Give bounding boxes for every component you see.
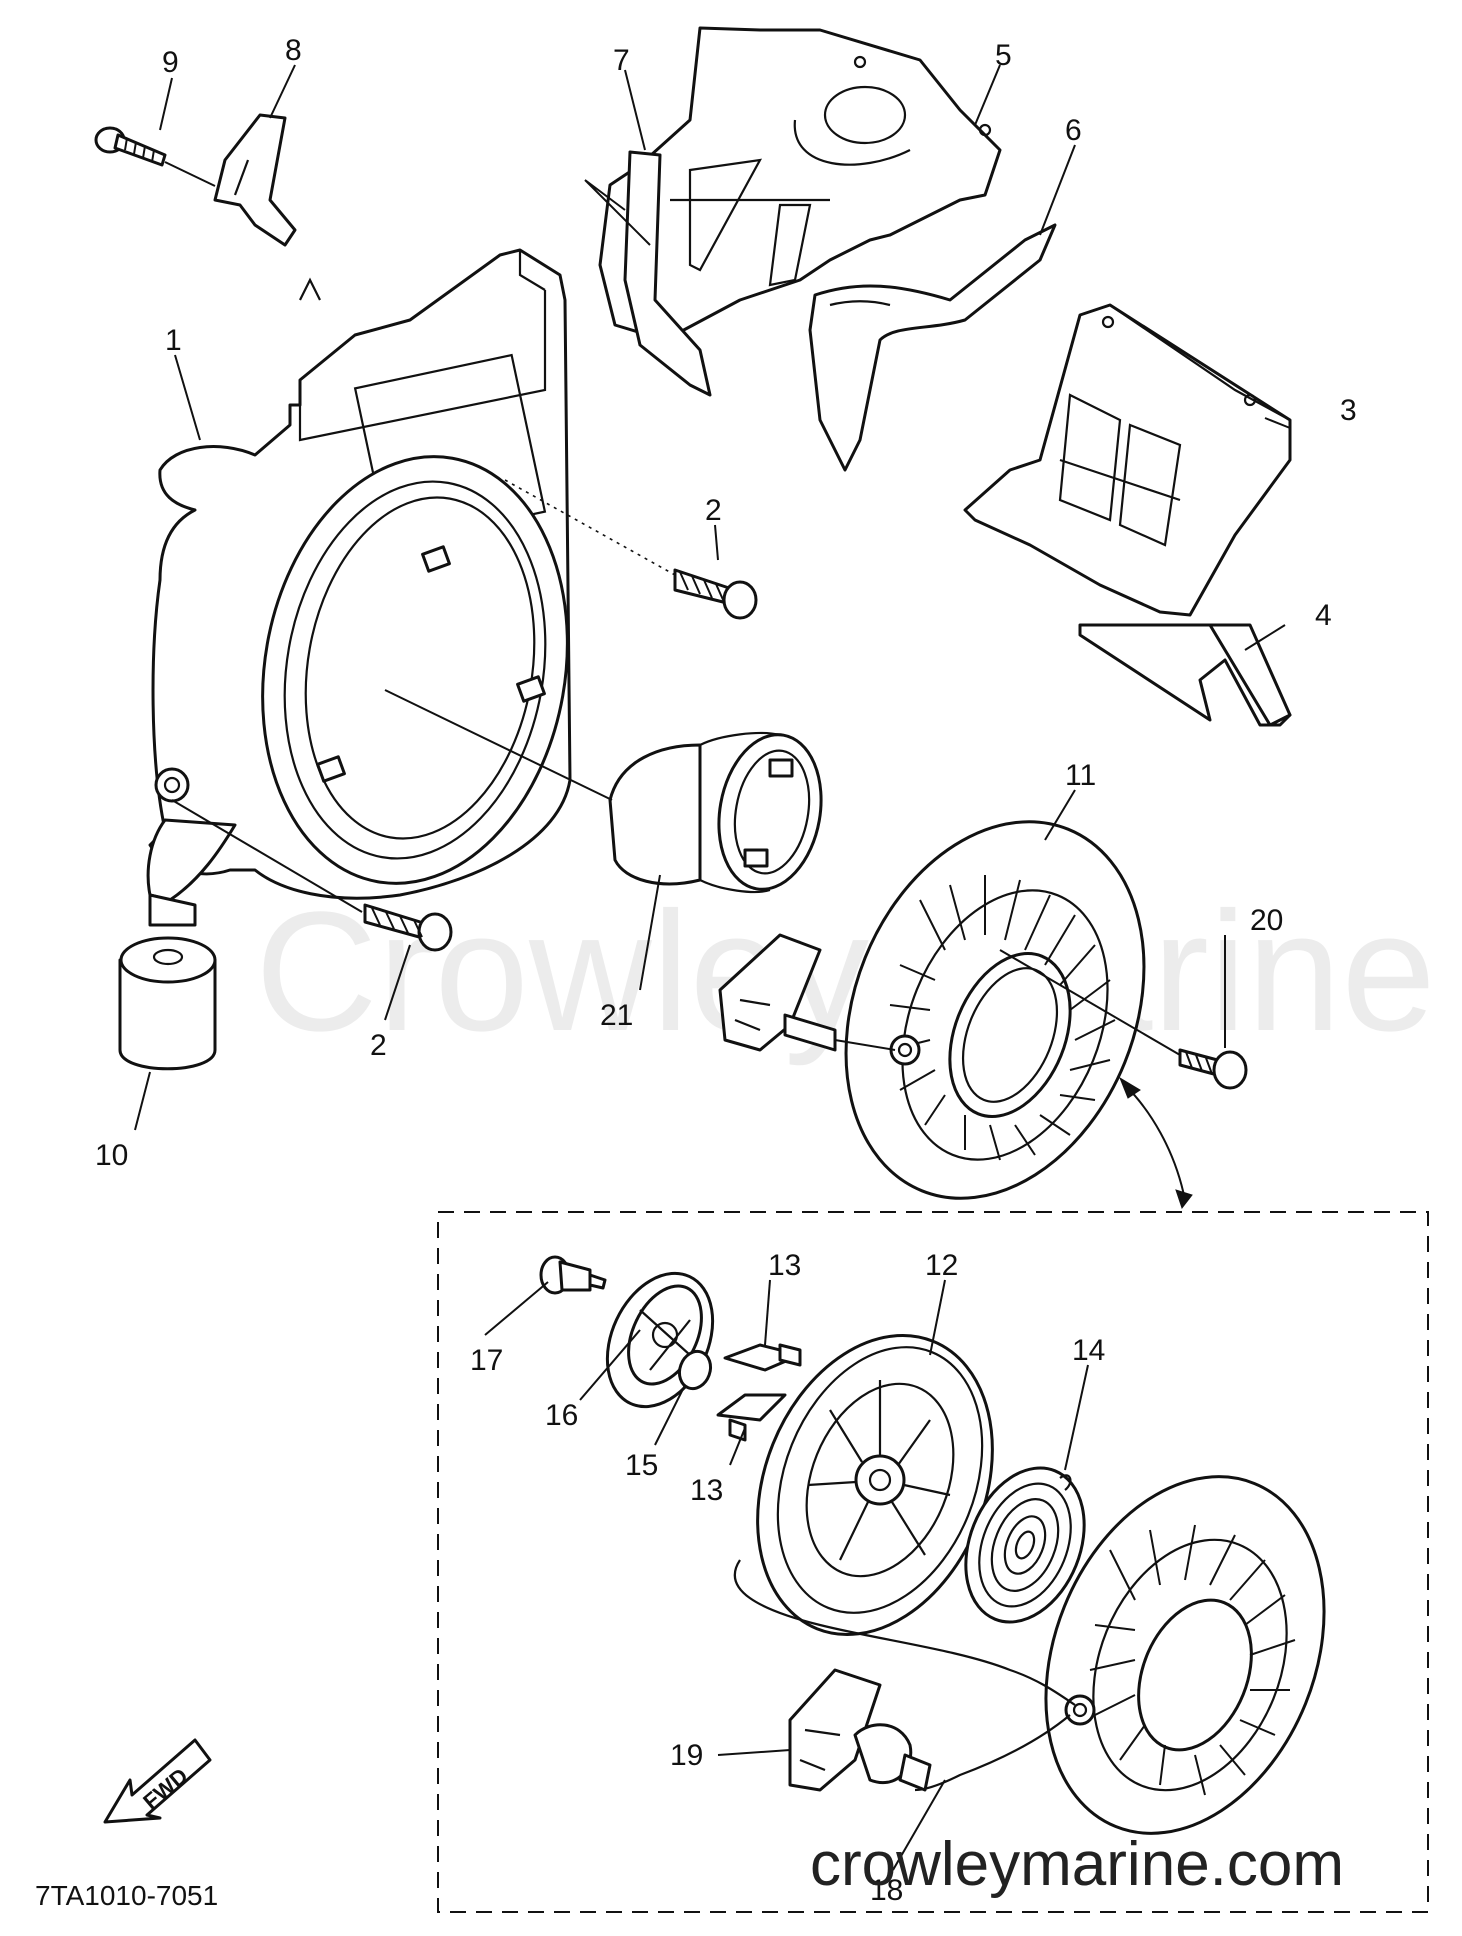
- part-16-ratchet: [605, 1271, 715, 1409]
- part-7-bracket: [584, 150, 712, 397]
- part-21-pulley-sleeve: [384, 689, 823, 894]
- callout-9: 9: [162, 46, 179, 79]
- callout-2-upper: 2: [705, 494, 722, 527]
- part-20-bolt: [999, 949, 1248, 1090]
- part-3-deflector: [963, 303, 1292, 617]
- part-2-bolt-upper: [504, 479, 758, 620]
- callout-11: 11: [1065, 759, 1096, 792]
- part-6-baffle: [808, 223, 1057, 472]
- callout-20: 20: [1250, 904, 1283, 937]
- part-10-damper: [118, 936, 217, 1071]
- part-8-clip: [213, 113, 297, 247]
- callout-7: 7: [613, 44, 630, 77]
- callout-6: 6: [1065, 114, 1082, 147]
- callout-19: 19: [670, 1739, 703, 1772]
- callout-10: 10: [95, 1139, 128, 1172]
- callout-17: 17: [470, 1344, 503, 1377]
- callout-13-lower: 13: [690, 1474, 723, 1507]
- callout-16: 16: [545, 1399, 578, 1432]
- callout-21: 21: [600, 999, 633, 1032]
- callout-5: 5: [995, 39, 1012, 72]
- part-17-shaft: [539, 1255, 607, 1295]
- part-13-pawl-lower: [716, 1393, 787, 1442]
- part-12-reel: [756, 1333, 994, 1637]
- part-4-plate: [1078, 623, 1292, 727]
- part-13-pawl-upper: [723, 1343, 802, 1372]
- part-14-recoil-spring: [964, 1466, 1086, 1624]
- callout-12: 12: [925, 1249, 958, 1282]
- part-11-recoil-starter: [844, 820, 1146, 1200]
- part-2-bolt-lower: [171, 799, 453, 952]
- fwd-arrow-icon: FWD: [103, 1738, 212, 1824]
- diagram-code: 7TA1010-7051: [35, 1880, 218, 1911]
- part-5-cover: [598, 26, 1002, 342]
- callout-1: 1: [165, 324, 182, 357]
- starter-handle-upper: [718, 933, 896, 1052]
- part-19-starter-handle: [788, 1668, 932, 1792]
- callout-2-lower: 2: [370, 1029, 387, 1062]
- callout-3: 3: [1340, 394, 1357, 427]
- inset-pointer-arrow: [1124, 1084, 1186, 1201]
- part-9-screw: [94, 126, 216, 187]
- callout-13-upper: 13: [768, 1249, 801, 1282]
- callout-14: 14: [1072, 1334, 1105, 1367]
- watermark-url: crowleymarine.com: [810, 1830, 1344, 1899]
- inset-box: [437, 1211, 1429, 1913]
- part-1-fan-housing: [146, 248, 572, 927]
- callout-15: 15: [625, 1449, 658, 1482]
- callout-18: 18: [870, 1874, 903, 1907]
- part-15-spring-ring: [677, 1349, 713, 1391]
- part-18-starter-case: [733, 1475, 1326, 1835]
- callout-4: 4: [1315, 599, 1332, 632]
- callout-8: 8: [285, 34, 302, 67]
